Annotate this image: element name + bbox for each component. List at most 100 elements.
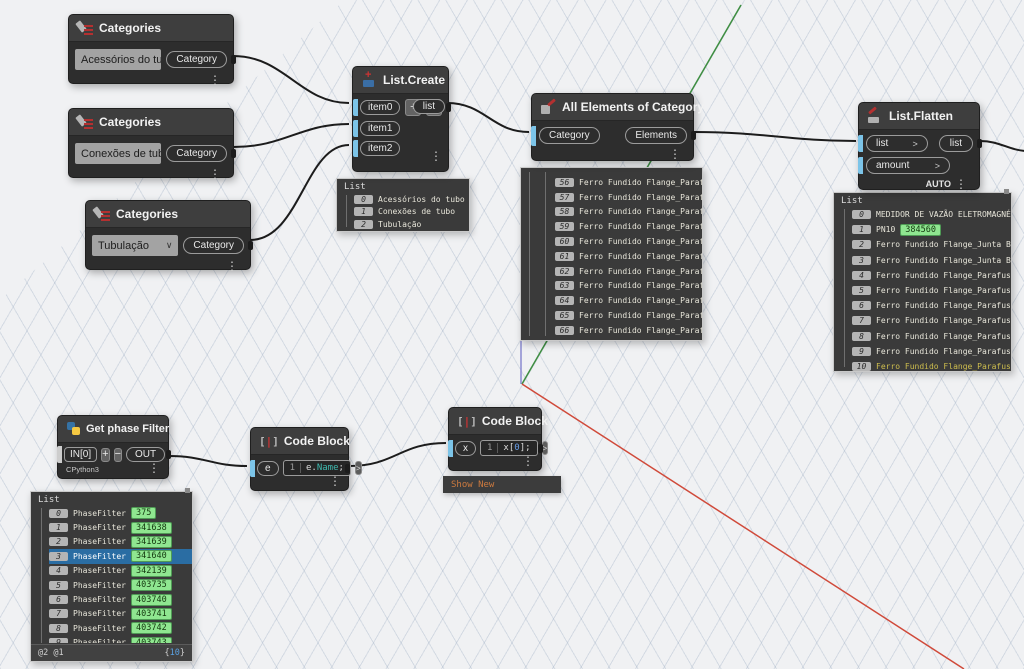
list-item[interactable]: 66Ferro Fundido Flange_Parafu (555, 323, 702, 338)
input-port-x[interactable]: x (455, 441, 476, 456)
node-get-phase-filter[interactable]: Get phase Filter IN[0] + − OUT CPython3 … (57, 415, 169, 479)
list-item[interactable]: 5Ferro Fundido Flange_Parafuso_c (852, 283, 1011, 298)
output-port-category[interactable]: Category (166, 51, 227, 68)
list-item[interactable]: 63Ferro Fundido Flange_Parafu (555, 279, 702, 294)
node-code-block-2[interactable]: [|] Code Block x 1 x[0]; > ⋮ (448, 407, 542, 471)
wire-categories2-item1[interactable] (233, 124, 349, 147)
list-item[interactable]: 62Ferro Fundido Flange_Parafu (555, 264, 702, 279)
wire-create-to-allelements[interactable] (447, 103, 529, 132)
list-item[interactable]: 3PhaseFilter341640 (49, 549, 192, 563)
levels-label[interactable]: @2 @1 (38, 648, 64, 658)
input-port-in0[interactable]: IN[0] (64, 447, 97, 462)
list-item[interactable]: 65Ferro Fundido Flange_Parafu (555, 308, 702, 323)
preview-phase-list[interactable]: List 0PhaseFilter3751PhaseFilter3416382P… (30, 491, 193, 662)
output-port-category[interactable]: Category (166, 145, 227, 162)
node-list-create[interactable]: + List.Create item0 + − item1 item2 list… (352, 66, 449, 172)
output-connector[interactable] (166, 450, 171, 459)
output-port-category[interactable]: Category (183, 237, 244, 254)
input-connector[interactable] (858, 157, 863, 174)
input-connector[interactable] (353, 140, 358, 157)
preview-create-list[interactable]: List 0Acessórios do tubo1Conexões de tub… (336, 178, 470, 232)
output-connector[interactable] (231, 149, 236, 158)
list-item[interactable]: 0PhaseFilter375 (49, 506, 192, 520)
context-menu-icon[interactable]: ⋮ (522, 455, 534, 467)
input-port-amount[interactable]: amount > (866, 157, 950, 174)
list-item[interactable]: 58Ferro Fundido Flange_Parafu (555, 205, 702, 220)
category-dropdown[interactable]: Acessórios do tubo ∨ (75, 49, 161, 70)
output-connector[interactable] (345, 464, 350, 473)
preview-flatten-list[interactable]: List 0MEDIDOR DE VAZÃO ELETROMAGNÉTIC1PN… (833, 192, 1012, 372)
list-item[interactable]: 2Tubulação (354, 218, 469, 231)
list-item[interactable]: 57Ferro Fundido Flange_Parafu (555, 190, 702, 205)
input-port-item0[interactable]: item0 (360, 100, 400, 115)
list-item[interactable]: 0Acessórios do tubo (354, 193, 469, 206)
wire-phase-to-codeblock1[interactable] (169, 456, 247, 466)
context-menu-icon[interactable]: ⋮ (669, 148, 681, 160)
add-input-button[interactable]: + (101, 448, 109, 462)
list-item[interactable]: 1Conexões de tubo (354, 206, 469, 219)
output-port-list[interactable]: list (939, 135, 973, 152)
list-item[interactable]: 5PhaseFilter403735 (49, 578, 192, 592)
output-connector[interactable] (248, 241, 253, 250)
context-menu-icon[interactable]: ⋮ (209, 168, 221, 180)
category-dropdown[interactable]: Conexões de tubo ∨ (75, 143, 161, 164)
output-connector[interactable] (446, 103, 451, 112)
list-item[interactable]: 6Ferro Fundido Flange_Parafuso_c (852, 298, 1011, 313)
list-item[interactable]: 7PhaseFilter403741 (49, 607, 192, 621)
category-dropdown[interactable]: Tubulação ∨ (92, 235, 178, 256)
wire-categories3-item2[interactable] (250, 145, 349, 240)
node-categories-3[interactable]: Categories Tubulação ∨ Category ⋮ (85, 200, 251, 270)
wire-flatten-out[interactable] (980, 141, 1024, 151)
node-code-block-1[interactable]: [|] Code Block e 1 e.Name; > ⋮ (250, 427, 349, 491)
context-menu-icon[interactable]: ⋮ (329, 475, 341, 487)
input-connector[interactable] (531, 126, 536, 146)
preview-pin-handle[interactable] (1004, 189, 1009, 194)
list-item[interactable]: 1PN10384560 (852, 222, 1011, 237)
show-new-note[interactable]: Show New (443, 476, 561, 493)
list-item[interactable]: 10Ferro Fundido Flange_Parafuso (852, 359, 1011, 372)
list-item[interactable]: 0MEDIDOR DE VAZÃO ELETROMAGNÉTIC (852, 207, 1011, 222)
context-menu-icon[interactable]: ⋮ (430, 150, 442, 162)
list-item[interactable]: 6PhaseFilter403740 (49, 592, 192, 606)
node-categories-1[interactable]: Categories Acessórios do tubo ∨ Category… (68, 14, 234, 84)
list-item[interactable]: 1PhaseFilter341638 (49, 520, 192, 534)
list-item[interactable]: 64Ferro Fundido Flange_Parafu (555, 293, 702, 308)
list-item[interactable]: 2Ferro Fundido Flange_Junta Borr (852, 237, 1011, 252)
input-connector[interactable] (858, 135, 863, 152)
context-menu-icon[interactable]: ⋮ (955, 178, 967, 190)
output-connector[interactable] (231, 55, 236, 64)
input-connector[interactable] (57, 446, 62, 463)
wire-elements-to-flatten[interactable] (694, 132, 856, 141)
remove-input-button[interactable]: − (114, 448, 122, 462)
node-list-flatten[interactable]: List.Flatten list > list amount > AU (858, 102, 980, 190)
list-item[interactable]: 61Ferro Fundido Flange_Parafu (555, 249, 702, 264)
input-connector[interactable] (448, 440, 453, 457)
preview-elements-list[interactable]: 56Ferro Fundido Flange_Parafu57Ferro Fun… (520, 167, 703, 341)
output-port-list[interactable]: list (413, 99, 445, 114)
list-item[interactable]: 4Ferro Fundido Flange_Parafuso_c (852, 268, 1011, 283)
list-item[interactable]: 8Ferro Fundido Flange_Parafuso_c (852, 329, 1011, 344)
list-item[interactable]: 59Ferro Fundido Flange_Parafu (555, 219, 702, 234)
list-item[interactable]: 60Ferro Fundido Flange_Parafu (555, 234, 702, 249)
node-all-elements-of-category[interactable]: All Elements of Category Category Elemen… (531, 93, 694, 161)
output-port-chevron[interactable]: > (355, 461, 362, 475)
list-item[interactable]: 8PhaseFilter403742 (49, 621, 192, 635)
input-port-list[interactable]: list > (866, 135, 928, 152)
input-port-category[interactable]: Category (539, 127, 600, 144)
list-item[interactable]: 2PhaseFilter341639 (49, 535, 192, 549)
input-connector[interactable] (353, 99, 358, 116)
list-item[interactable]: 56Ferro Fundido Flange_Parafu (555, 175, 702, 190)
output-connector[interactable] (977, 139, 982, 148)
input-port-item1[interactable]: item1 (360, 121, 400, 136)
preview-pin-handle[interactable] (185, 488, 190, 493)
node-categories-2[interactable]: Categories Conexões de tubo ∨ Category ⋮ (68, 108, 234, 178)
context-menu-icon[interactable]: ⋮ (148, 462, 160, 474)
context-menu-icon[interactable]: ⋮ (226, 260, 238, 272)
input-connector[interactable] (250, 460, 255, 477)
input-port-item2[interactable]: item2 (360, 141, 400, 156)
context-menu-icon[interactable]: ⋮ (209, 74, 221, 86)
wire-codeblock1-to-codeblock2[interactable] (349, 443, 446, 466)
list-item[interactable]: 4PhaseFilter342139 (49, 564, 192, 578)
output-connector[interactable] (691, 131, 696, 140)
